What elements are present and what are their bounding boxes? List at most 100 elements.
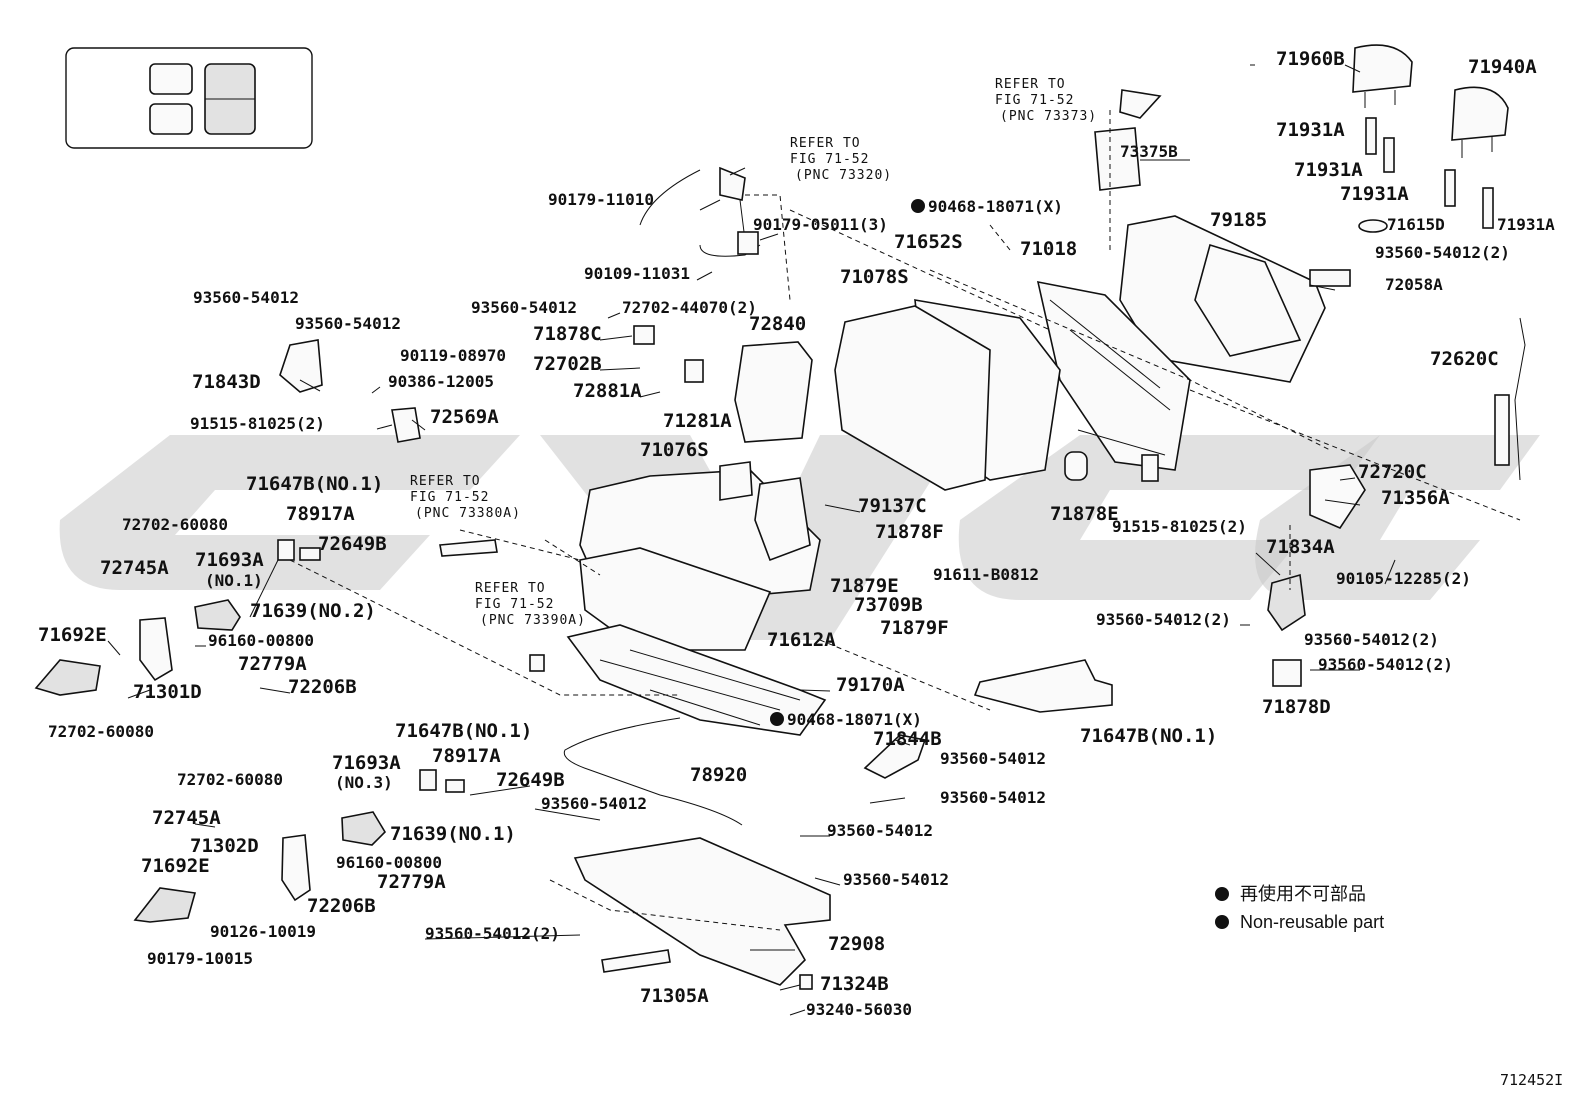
leader-line xyxy=(779,984,801,991)
part-label: 72881A xyxy=(573,380,642,402)
part-label: 71647B(NO.1) xyxy=(395,720,532,742)
part-label: 90179-10015 xyxy=(147,949,253,968)
leader-line xyxy=(599,367,641,371)
part-label: 91515-81025(2) xyxy=(190,414,325,433)
part-label: 90468-18071(X) xyxy=(928,197,1063,216)
part-label: 71647B(NO.1) xyxy=(1080,725,1217,747)
part-label: 71940A xyxy=(1468,56,1537,78)
leader-line xyxy=(759,233,779,241)
part-label: 72569A xyxy=(430,406,499,428)
part-label: 71692E xyxy=(38,624,107,646)
part-label: 71931A xyxy=(1340,183,1409,205)
leader-line xyxy=(1384,559,1396,585)
part-label: 93560-54012(2) xyxy=(425,924,560,943)
part-label: 96160-00800 xyxy=(208,631,314,650)
part-label: 72702-60080 xyxy=(122,515,228,534)
part-label: 71879F xyxy=(880,617,949,639)
part-label: 93240-56030 xyxy=(806,1000,912,1019)
part-label: 72745A xyxy=(152,807,221,829)
part-label: 90179-11010 xyxy=(548,190,654,209)
svg-text:REFER TO: REFER TO xyxy=(410,474,481,489)
leader-line xyxy=(814,877,841,886)
part-label: 72779A xyxy=(238,653,307,675)
part-label: 71281A xyxy=(663,410,732,432)
leader-line xyxy=(534,808,601,821)
part-label: 72745A xyxy=(100,557,169,579)
part-label: 71639(NO.2) xyxy=(250,600,376,622)
part-label: 93560-54012(2) xyxy=(1096,610,1231,629)
leader-line xyxy=(1324,499,1361,506)
part-label: 79185 xyxy=(1210,209,1267,231)
part-label: 71615D xyxy=(1387,215,1445,234)
part-label: 93560-54012(2) xyxy=(1304,630,1439,649)
seat-location-inset xyxy=(65,47,313,149)
leader-line xyxy=(107,640,121,656)
part-label: 71692E xyxy=(141,855,210,877)
part-label: 78917A xyxy=(432,745,501,767)
part-label: 71018 xyxy=(1020,238,1077,260)
part-label: 93560-54012(2) xyxy=(1375,243,1510,262)
svg-text:(PNC 73390A): (PNC 73390A) xyxy=(480,613,586,628)
part-label: 72649B xyxy=(496,769,565,791)
part-label: 90119-08970 xyxy=(400,346,506,365)
leader-line xyxy=(371,386,381,394)
part-label: 71305A xyxy=(640,985,709,1007)
part-label: 72620C xyxy=(1430,348,1499,370)
refer-note-73320: REFER TO FIG 71-52 (PNC 73320) xyxy=(790,136,891,183)
refer-note-73373: REFER TO FIG 71-52 (PNC 73373) xyxy=(995,77,1097,124)
leader-line xyxy=(1309,284,1336,291)
leader-line xyxy=(1255,552,1281,576)
part-label: 72206B xyxy=(307,895,376,917)
part-label: 72779A xyxy=(377,871,446,893)
leader-line xyxy=(127,689,151,699)
part-label: 71844B xyxy=(873,728,942,750)
leader-lines xyxy=(107,64,1396,1016)
part-label: 93560-54012 xyxy=(193,288,299,307)
part-label: (NO.3) xyxy=(335,773,393,792)
part-label: 71356A xyxy=(1381,487,1450,509)
part-label: 72702-44070(2) xyxy=(622,298,757,317)
nonreusable-bullet xyxy=(1215,915,1229,929)
part-label: 72720C xyxy=(1358,461,1427,483)
part-label: 90468-18071(X) xyxy=(787,710,922,729)
leader-line xyxy=(789,1009,806,1016)
leader-line xyxy=(411,419,426,431)
svg-text:(PNC 73373): (PNC 73373) xyxy=(1000,109,1097,124)
part-label: 71302D xyxy=(190,835,259,857)
part-label: 78917A xyxy=(286,503,355,525)
part-label: 71324B xyxy=(820,973,889,995)
part-label: 72840 xyxy=(749,313,806,335)
part-label: 71693A xyxy=(332,752,401,774)
leader-line xyxy=(299,379,321,392)
leader-line xyxy=(729,167,746,176)
leader-line xyxy=(259,687,291,694)
part-label: 93560-54012 xyxy=(541,794,647,813)
part-label: 71834A xyxy=(1266,536,1335,558)
part-label: 93560-54012(2) xyxy=(1318,655,1453,674)
refer-note-73390a: REFER TO FIG 71-52 (PNC 73390A) xyxy=(475,581,586,628)
part-label: 93560-54012 xyxy=(295,314,401,333)
part-label: 93560-54012 xyxy=(471,298,577,317)
part-label: 71301D xyxy=(133,681,202,703)
part-label: 72058A xyxy=(1385,275,1443,294)
part-label: 71639(NO.1) xyxy=(390,823,516,845)
part-label: 71960B xyxy=(1276,48,1345,70)
part-label: 72702-60080 xyxy=(177,770,283,789)
part-shapes xyxy=(34,44,1526,990)
svg-text:(PNC 73380A): (PNC 73380A) xyxy=(415,506,521,521)
leader-line xyxy=(639,391,661,398)
part-label: 71612A xyxy=(767,629,836,651)
leader-line xyxy=(696,271,713,281)
part-label: 71931A xyxy=(1497,215,1555,234)
diagram-id: 712452I xyxy=(1500,1071,1563,1089)
leader-line xyxy=(799,689,831,692)
nonreusable-marker xyxy=(911,199,925,213)
part-label: 72702B xyxy=(533,353,602,375)
part-label: 90126-10019 xyxy=(210,922,316,941)
leader-line xyxy=(469,785,531,796)
leader-line xyxy=(599,335,633,341)
part-label: 91515-81025(2) xyxy=(1112,517,1247,536)
part-label: 73709B xyxy=(854,594,923,616)
part-label: 93560-54012 xyxy=(940,788,1046,807)
